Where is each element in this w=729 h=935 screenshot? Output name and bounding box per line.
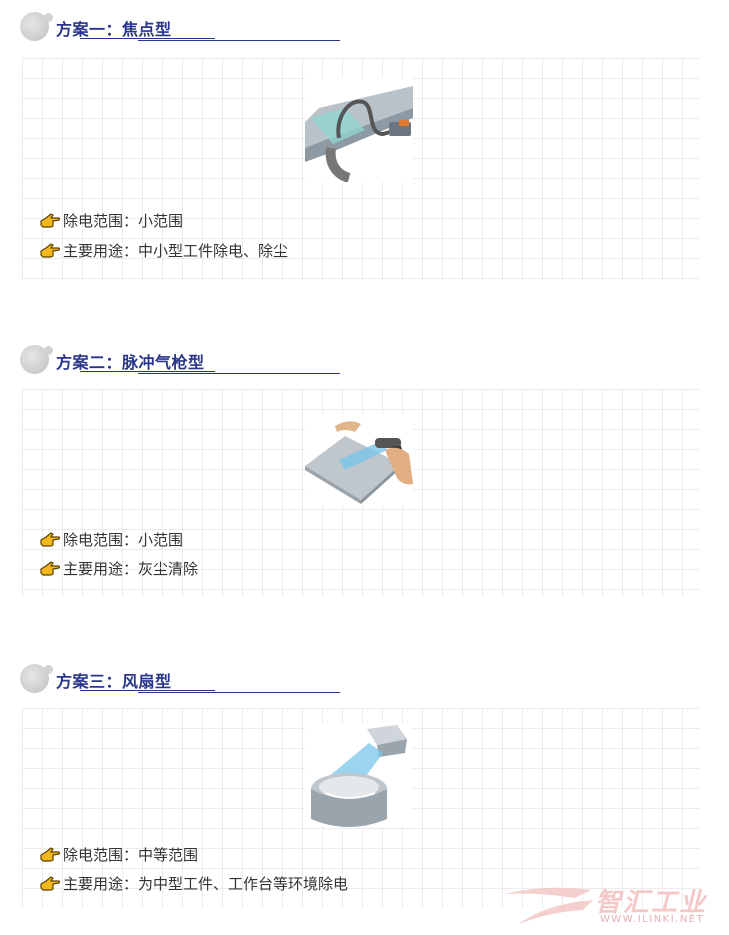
- pointing-hand-icon: [40, 847, 61, 862]
- section-title: 方案二：脉冲气枪型: [56, 353, 205, 372]
- watermark-swoosh-icon: [505, 887, 593, 924]
- list-item: 主要用途： 中小型工件除电、除尘: [40, 240, 288, 261]
- item-label: 除电范围：: [63, 212, 139, 230]
- list-item: 除电范围： 中等范围: [40, 844, 198, 865]
- section-title: 方案三：风扇型: [56, 672, 172, 691]
- item-value: 中小型工件除电、除尘: [138, 242, 289, 260]
- pulse-air-gun-image: [305, 414, 413, 506]
- item-label: 主要用途：: [63, 875, 139, 893]
- pointing-hand-icon: [40, 213, 61, 228]
- section-title: 方案一：焦点型: [56, 20, 172, 39]
- circle-dot-icon: [44, 13, 53, 22]
- content-box: 除电范围： 小范围 主要用途： 灰尘清除: [22, 389, 700, 597]
- list-item: 主要用途： 为中型工件、工作台等环境除电: [40, 873, 348, 894]
- section-header: 方案二：脉冲气枪型: [20, 345, 350, 381]
- focus-ionizer-image: [305, 78, 413, 182]
- pointing-hand-icon: [40, 876, 61, 891]
- list-item: 除电范围： 小范围: [40, 210, 183, 231]
- watermark-logo: 智汇工业: [595, 888, 708, 918]
- section-header: 方案一：焦点型: [20, 12, 350, 48]
- title-underline: [138, 692, 340, 693]
- pointing-hand-icon: [40, 532, 61, 547]
- item-value: 灰尘清除: [138, 560, 199, 578]
- title-underline: [80, 38, 215, 39]
- title-underline: [80, 371, 215, 372]
- circle-dot-icon: [44, 665, 53, 674]
- item-value: 中等范围: [138, 846, 199, 864]
- title-underline: [80, 690, 215, 691]
- circle-dot-icon: [44, 346, 53, 355]
- content-box: 除电范围： 中等范围 主要用途： 为中型工件、工作台等环境除电: [22, 708, 700, 908]
- section-header: 方案三：风扇型: [20, 664, 350, 700]
- list-item: 除电范围： 小范围: [40, 529, 183, 550]
- item-value: 小范围: [138, 531, 184, 549]
- item-label: 除电范围：: [63, 846, 139, 864]
- item-label: 主要用途：: [63, 242, 139, 260]
- title-underline: [138, 373, 340, 374]
- item-label: 主要用途：: [63, 560, 139, 578]
- watermark-url: WWW.ILINKI.NET: [600, 914, 705, 925]
- title-underline: [138, 40, 340, 41]
- list-item: 主要用途： 灰尘清除: [40, 558, 198, 579]
- item-value: 小范围: [138, 212, 184, 230]
- content-box: 除电范围： 小范围 主要用途： 中小型工件除电、除尘: [22, 58, 700, 280]
- fan-ionizer-image: [305, 723, 413, 827]
- pointing-hand-icon: [40, 243, 61, 258]
- pointing-hand-icon: [40, 561, 61, 576]
- item-label: 除电范围：: [63, 531, 139, 549]
- item-value: 为中型工件、工作台等环境除电: [138, 875, 349, 893]
